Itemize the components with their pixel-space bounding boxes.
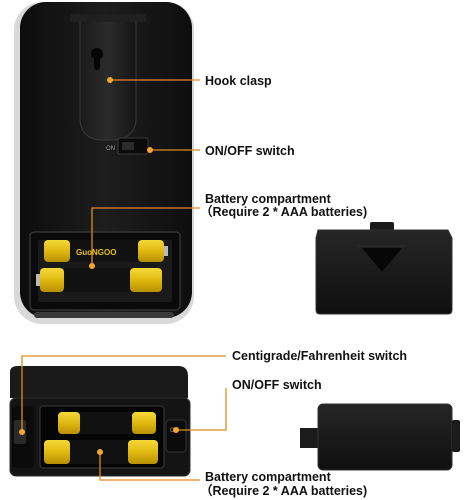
label-onoff-bottom: ON/OFF switch (232, 378, 322, 392)
battery-icon (58, 412, 156, 434)
hook-clasp (70, 14, 146, 141)
arrow-down-icon (362, 248, 402, 272)
leader-dots (19, 77, 179, 455)
top-battery-compartment: GuoNGOO (29, 231, 181, 311)
label-battery-top-note: （Require 2 * AAA batteries) (200, 205, 368, 219)
label-battery-bottom-note: （Require 2 * AAA batteries) (200, 484, 368, 498)
leader-battery-bottom (99, 452, 200, 481)
battery-icon: GuoNGOO (44, 240, 168, 262)
bottom-battery-cover (300, 403, 460, 471)
leader-centigrade (21, 355, 226, 432)
battery-brand-text: GuoNGOO (76, 248, 116, 257)
bottom-device: ON (9, 366, 191, 477)
label-battery-bottom-title: Battery compartment (205, 470, 331, 484)
top-device: ON GuoNGOO (14, 2, 194, 324)
battery-icon (36, 268, 162, 292)
battery-icon (44, 440, 158, 464)
leader-onoff-bottom (176, 388, 227, 431)
top-onoff-switch: ON (106, 137, 149, 155)
switch-on-text: ON (106, 146, 115, 152)
label-onoff-top: ON/OFF switch (205, 144, 295, 158)
leader-battery-top (91, 207, 200, 266)
label-hook-clasp: Hook clasp (205, 74, 272, 88)
label-centigrade-switch: Centigrade/Fahrenheit switch (232, 349, 408, 363)
top-battery-cover (315, 222, 453, 315)
leader-lines (21, 79, 227, 481)
hook-hole-icon (91, 48, 103, 70)
label-battery-top-title: Battery compartment (205, 192, 331, 206)
